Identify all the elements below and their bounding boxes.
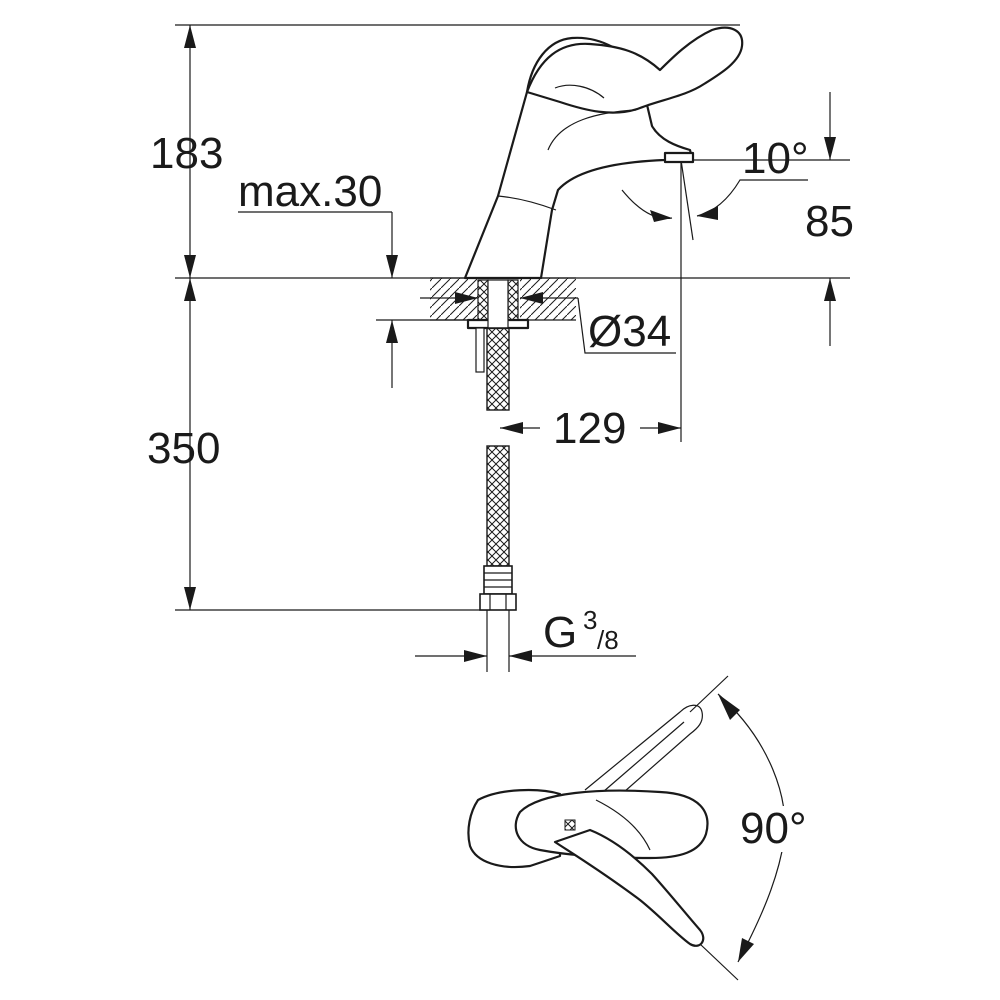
mounting-shank (466, 279, 530, 373)
dimension-90deg-label-bg (735, 806, 815, 852)
dimension-90deg (689, 675, 786, 981)
dimension-10deg (621, 159, 808, 442)
dimension-85-label: 85 (805, 197, 854, 246)
dimension-diameter-label: Ø34 (588, 307, 671, 356)
dimension-thread-numerator: 3 (583, 605, 597, 635)
dimension-129-label: 129 (553, 404, 626, 453)
dimension-thread-letter: G (543, 608, 577, 657)
dimension-350-label: 350 (147, 424, 220, 473)
dimension-90deg-label: 90° (740, 804, 807, 853)
dimension-85 (824, 92, 836, 346)
dimension-thread-denominator: /8 (597, 625, 619, 655)
dimension-183 (184, 25, 196, 278)
mixer-body-side (463, 26, 744, 280)
dimension-10deg-label: 10° (742, 134, 809, 183)
dimension-350 (184, 278, 196, 610)
dimension-max30-label: max.30 (238, 167, 382, 216)
countertop-section (430, 277, 576, 321)
dimension-129-label-bg (540, 402, 640, 452)
dimension-thread (415, 610, 636, 672)
supply-hose (479, 327, 517, 611)
dimension-183-label: 183 (150, 129, 223, 178)
mixer-top-view (467, 704, 709, 947)
